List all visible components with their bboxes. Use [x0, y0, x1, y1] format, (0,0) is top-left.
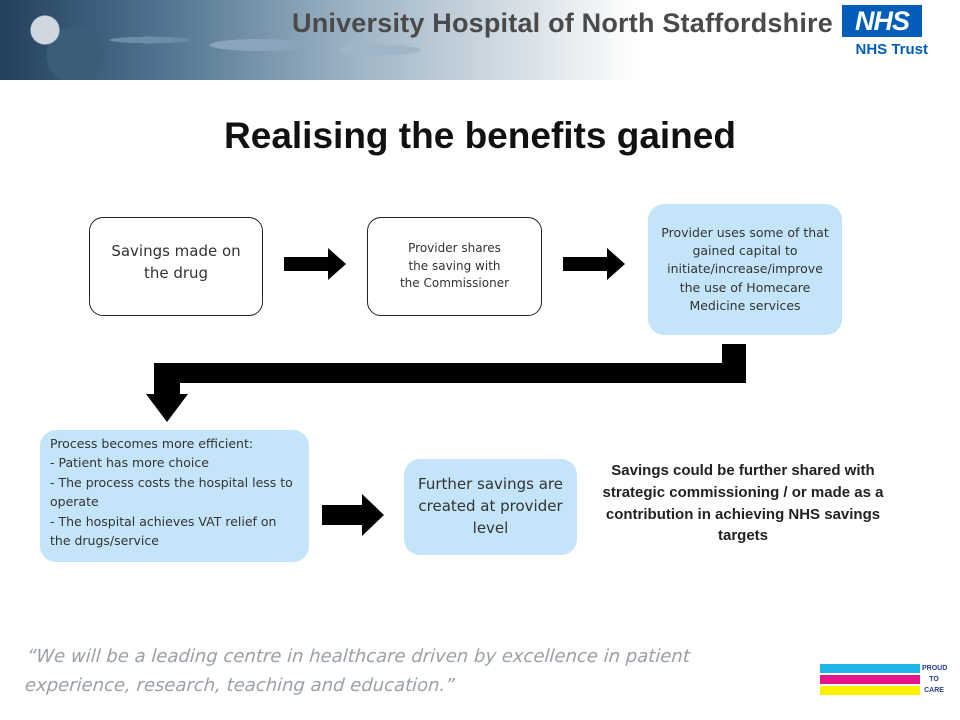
savings-note: Savings could be further shared with str… [602, 462, 884, 545]
right-arrow-icon [284, 248, 346, 280]
flow-box-provider-shares: Provider shares the saving with the Comm… [367, 217, 542, 316]
right-arrow-icon [563, 248, 625, 280]
flow-box-further-savings: Further savings are created at provider … [404, 459, 577, 555]
flow-box-process-efficient: Process becomes more efficient: - Patien… [40, 430, 309, 562]
flow-box-text: Further savings are created at provider … [418, 475, 563, 537]
flow-box-homecare-services: Provider uses some of that gained capita… [648, 204, 842, 335]
hospital-name: University Hospital of North Staffordshi… [292, 8, 833, 38]
logo-text: CARE [924, 687, 944, 694]
header-banner: University Hospital of North Staffordshi… [0, 0, 960, 80]
flow-box-list-item: - Patient has more choice [50, 455, 209, 471]
flow-box-text: Provider shares the saving with the Comm… [399, 241, 510, 291]
nhs-trust-label: NHS Trust [855, 41, 928, 58]
logo-text: PROUD [922, 665, 948, 672]
proud-to-care-logo: PROUD TO CARE [820, 664, 948, 696]
logo-stripe [820, 664, 920, 673]
page-title: Realising the benefits gained [224, 115, 736, 156]
flow-box-savings-on-drug: Savings made on the drug [89, 217, 263, 316]
right-arrow-icon [322, 494, 384, 536]
logo-stripe [820, 675, 920, 684]
logo-text: TO [929, 676, 939, 683]
nhs-logo: NHS [842, 5, 922, 37]
elbow-arrow-icon [146, 344, 746, 422]
staff-photo-banner [0, 0, 640, 80]
footer-tagline: “We will be a leading centre in healthca… [24, 646, 691, 696]
flow-box-list-item: - The process costs the hospital less to… [50, 474, 293, 510]
logo-stripe [820, 686, 920, 695]
flow-box-list-item: - The hospital achieves VAT relief on th… [50, 513, 277, 548]
flow-box-heading: Process becomes more efficient: [50, 436, 254, 451]
flow-box-text: Savings made on the drug [111, 241, 241, 282]
flow-box-text: Provider uses some of that gained capita… [661, 225, 829, 313]
